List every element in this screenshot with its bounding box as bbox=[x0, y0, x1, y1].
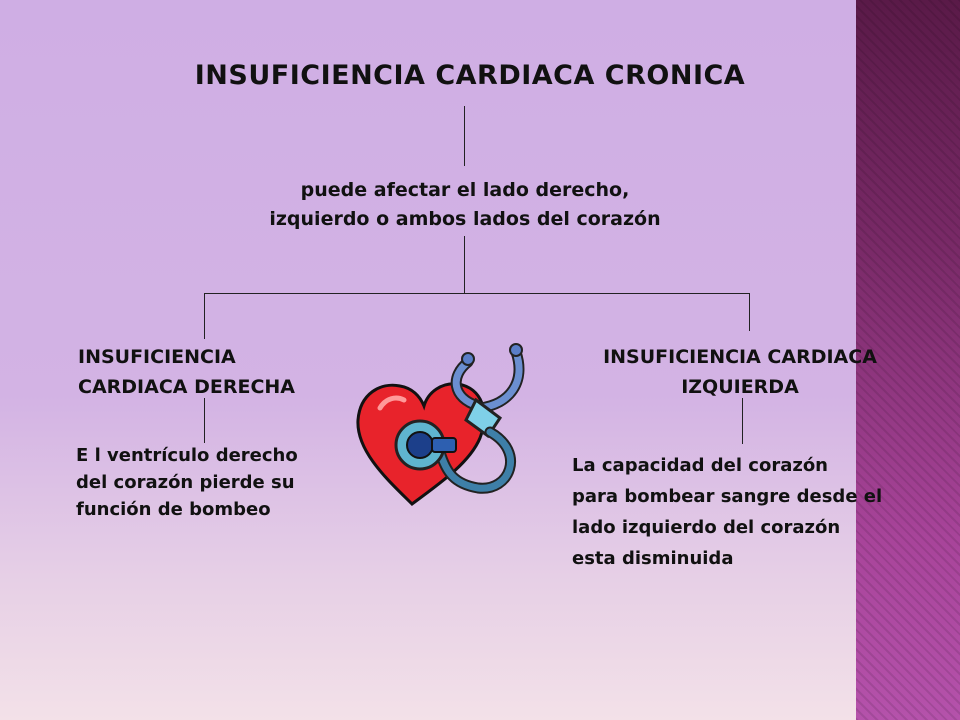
connector-horizontal bbox=[204, 293, 750, 294]
right-desc-line-1: La capacidad del corazón bbox=[572, 455, 828, 476]
decorative-side-panel bbox=[856, 0, 960, 720]
connector-middle-down bbox=[464, 236, 465, 293]
connector-right-branch bbox=[749, 293, 750, 331]
right-branch-heading: INSUFICIENCIA CARDIACA IZQUIERDA bbox=[560, 342, 920, 402]
right-desc-line-3: lado izquierdo del corazón bbox=[572, 517, 841, 538]
right-branch-description: La capacidad del corazón para bombear sa… bbox=[572, 450, 882, 574]
connector-title-to-middle bbox=[464, 106, 465, 166]
left-desc-line-1: E l ventrículo derecho bbox=[76, 445, 298, 466]
right-heading-line-1: INSUFICIENCIA CARDIACA bbox=[603, 346, 877, 368]
right-heading-line-2: IZQUIERDA bbox=[681, 376, 799, 398]
right-desc-line-2: para bombear sangre desde el bbox=[572, 486, 883, 507]
left-branch-heading: INSUFICIENCIA CARDIACA DERECHA bbox=[78, 342, 295, 402]
connector-right-desc bbox=[742, 398, 743, 444]
left-branch-description: E l ventrículo derecho del corazón pierd… bbox=[76, 442, 298, 523]
left-desc-line-3: función de bombeo bbox=[76, 499, 271, 520]
connector-left-desc bbox=[204, 398, 205, 443]
middle-node-line-1: puede afectar el lado derecho, bbox=[300, 179, 630, 201]
left-desc-line-2: del corazón pierde su bbox=[76, 472, 295, 493]
left-heading-line-2: CARDIACA DERECHA bbox=[78, 376, 295, 398]
connector-left-branch bbox=[204, 293, 205, 339]
left-heading-line-1: INSUFICIENCIA bbox=[78, 346, 236, 368]
heart-with-stethoscope-icon bbox=[356, 343, 525, 506]
middle-node: puede afectar el lado derecho, izquierdo… bbox=[0, 176, 930, 234]
diagram-title: INSUFICIENCIA CARDIACA CRONICA bbox=[194, 60, 746, 91]
middle-node-line-2: izquierdo o ambos lados del corazón bbox=[269, 208, 661, 230]
right-desc-line-4: esta disminuida bbox=[572, 548, 734, 569]
